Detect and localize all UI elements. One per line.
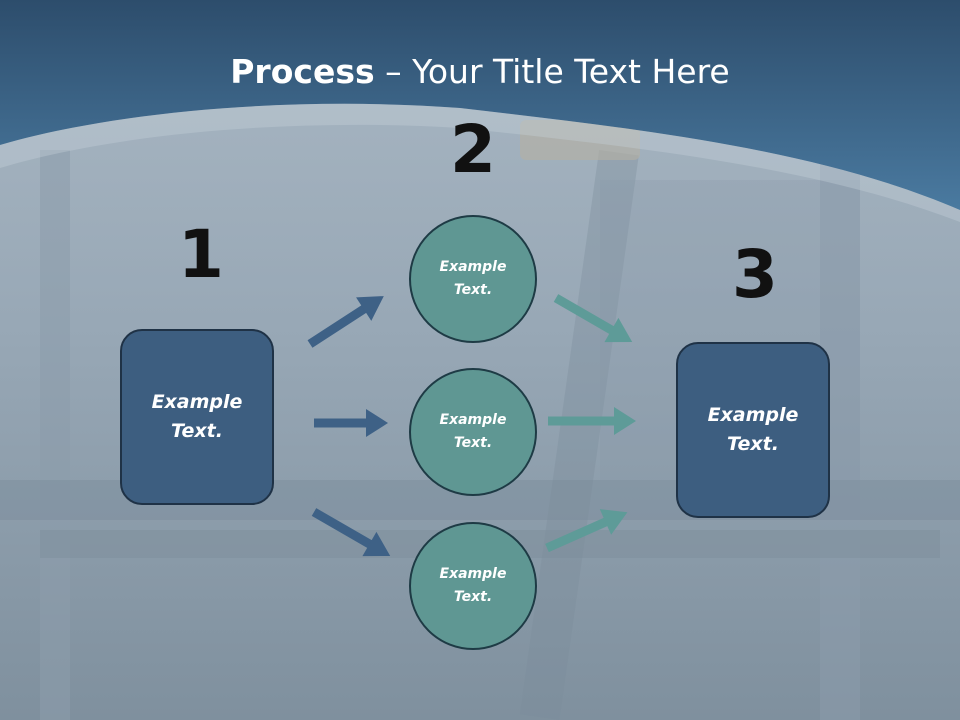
circle-middle-label: Example Text.	[439, 412, 507, 451]
circle-bottom-label: Example Text.	[439, 566, 507, 605]
circle-middle: Example Text.	[409, 368, 537, 496]
circle-top: Example Text.	[409, 215, 537, 343]
arrow-left-to-middle	[314, 409, 388, 437]
circle-top-label: Example Text.	[439, 259, 507, 298]
step-number-3: 3	[732, 236, 778, 313]
arrow-left-to-top	[307, 296, 384, 348]
right-box: Example Text.	[676, 342, 830, 518]
left-box-label: Example Text.	[151, 391, 243, 442]
circle-bottom: Example Text.	[409, 522, 537, 650]
arrow-bottom-to-right	[545, 509, 628, 553]
arrow-left-to-bottom	[311, 508, 391, 557]
arrow-middle-to-right	[548, 407, 636, 435]
step-number-1: 1	[178, 216, 224, 293]
right-box-label: Example Text.	[707, 404, 799, 455]
title-bold: Process	[230, 52, 375, 91]
slide-title: Process – Your Title Text Here	[0, 52, 960, 91]
arrow-top-to-right	[553, 294, 633, 343]
title-rest: – Your Title Text Here	[374, 52, 730, 91]
step-number-2: 2	[450, 111, 496, 188]
left-box: Example Text.	[120, 329, 274, 505]
